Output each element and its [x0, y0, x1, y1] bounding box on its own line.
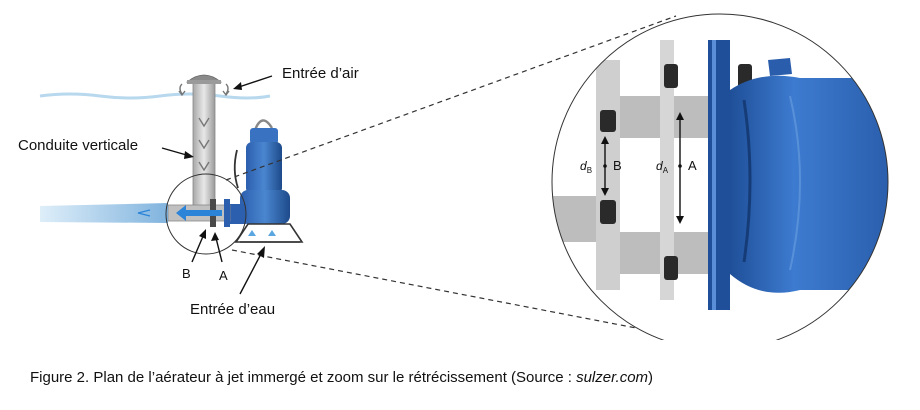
horizontal-pipe: [167, 199, 231, 227]
caption-text: Figure 2. Plan de l’aérateur à jet immer…: [30, 369, 577, 386]
figure-caption: Figure 2. Plan de l’aérateur à jet immer…: [30, 368, 910, 388]
water-surface: [39, 92, 271, 100]
zoom-source-circle: [165, 173, 247, 255]
vertical-pipe-label: Conduite verticale: [18, 137, 138, 154]
zoom-line-bottom: [231, 249, 637, 329]
zoom-b-label: B: [613, 158, 622, 173]
aerator-diagram: Entrée d’air Conduite verticale B A Entr…: [18, 13, 889, 340]
point-b-label: B: [182, 266, 191, 281]
vertical-pipe: [185, 74, 223, 219]
water-jet: [40, 203, 168, 223]
air-inlet-label: Entrée d’air: [282, 65, 359, 82]
air-inlet-arrows-icon: [178, 83, 230, 97]
label-arrows: [161, 75, 273, 295]
dimension-arrows: [601, 112, 684, 224]
caption-source: sulzer.com: [576, 369, 649, 386]
d-a-label: dA: [656, 159, 669, 175]
pump-unit: [230, 119, 304, 243]
zoom-line-top: [225, 15, 677, 181]
zoom-circle: [551, 13, 889, 340]
water-inlet-label: Entrée d’eau: [190, 301, 275, 318]
zoom-view: dB B dA A: [551, 13, 889, 340]
caption-close: ): [648, 369, 654, 386]
d-b-label: dB: [580, 159, 592, 175]
point-a-label: A: [219, 268, 228, 283]
zoom-a-label: A: [688, 158, 697, 173]
